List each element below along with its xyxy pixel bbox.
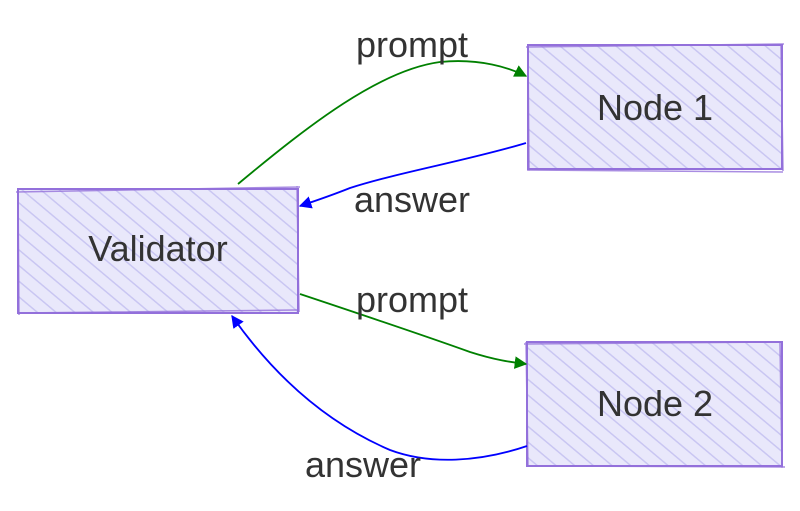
- edge-validator-to-node1: prompt: [237, 24, 528, 185]
- edge-label-answer-2: answer: [305, 444, 421, 485]
- edge-node2-to-validator: answer: [231, 314, 528, 485]
- node1-node[interactable]: Node 1: [525, 43, 785, 173]
- node1-label: Node 1: [597, 87, 713, 128]
- edge-label-answer-1: answer: [354, 179, 470, 220]
- edge-node1-to-validator: answer: [298, 142, 527, 220]
- validator-label: Validator: [88, 228, 227, 269]
- edge-validator-to-node2: prompt: [299, 279, 528, 369]
- validator-node[interactable]: Validator: [15, 185, 301, 316]
- node2-node[interactable]: Node 2: [523, 341, 786, 469]
- node2-label: Node 2: [597, 383, 713, 424]
- edge-label-prompt-1: prompt: [356, 24, 468, 65]
- edge-label-prompt-2: prompt: [356, 279, 468, 320]
